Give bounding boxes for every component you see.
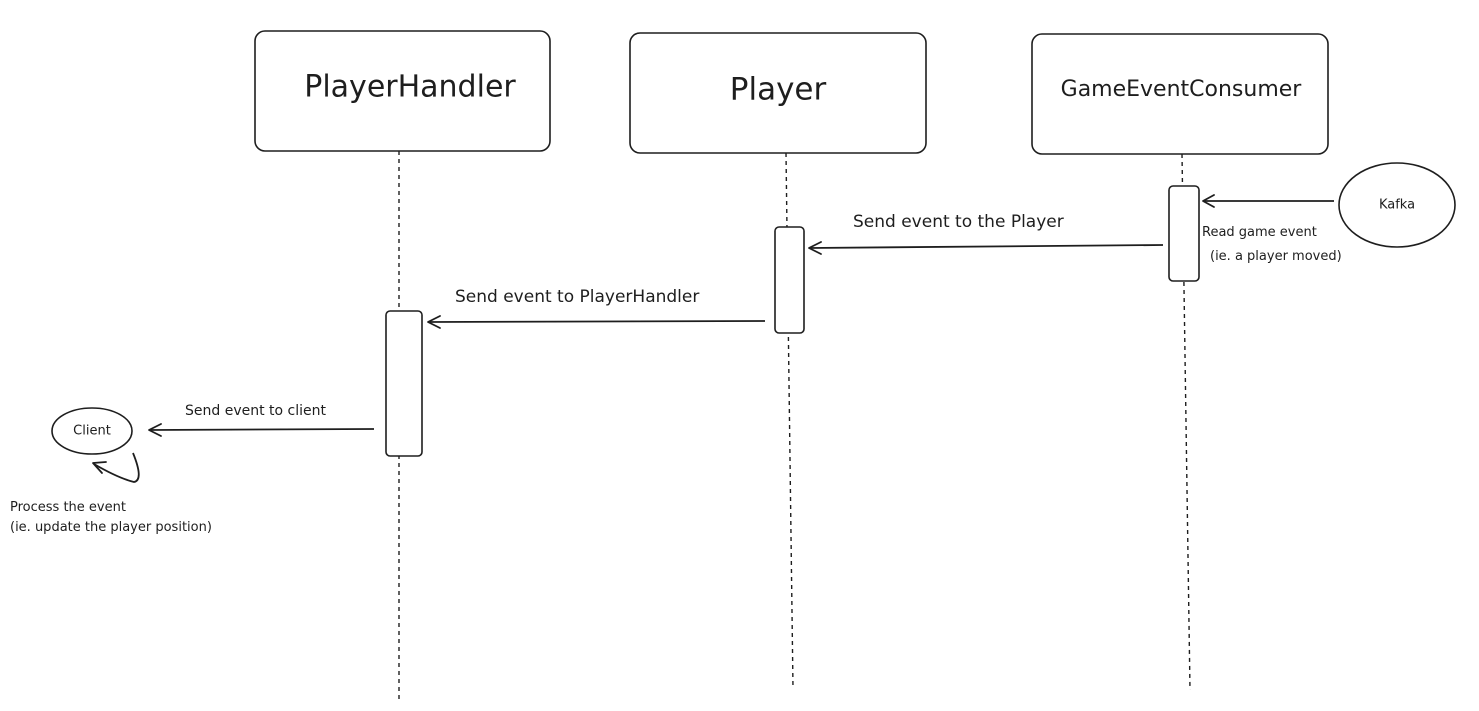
- client-node[interactable]: Client: [51, 407, 133, 455]
- client-circle: [51, 407, 133, 455]
- participant-game-event-consumer[interactable]: GameEventConsumer: [1031, 33, 1329, 155]
- arrow-player-to-handler: [427, 315, 766, 329]
- participant-box-game-event-consumer: [1031, 33, 1329, 155]
- participant-label-player: Player: [730, 72, 827, 108]
- arrow-kafka-to-consumer: [1202, 194, 1334, 208]
- participant-player[interactable]: Player: [629, 32, 927, 154]
- label-player-moved: (ie. a player moved): [1210, 249, 1342, 264]
- participant-box-player-handler: [254, 30, 551, 152]
- participant-label-game-event-consumer: GameEventConsumer: [1061, 77, 1303, 102]
- label-read-game-event: Read game event: [1202, 225, 1317, 240]
- label-update-player-position: (ie. update the player position): [10, 520, 212, 535]
- label-send-event-to-player-handler: Send event to PlayerHandler: [455, 287, 699, 307]
- client-label: Client: [73, 424, 111, 439]
- label-send-event-to-the-player: Send event to the Player: [853, 212, 1064, 232]
- label-process-the-event: Process the event: [10, 500, 126, 515]
- activation-player-handler: [385, 310, 423, 457]
- participant-player-handler[interactable]: PlayerHandler: [254, 30, 551, 152]
- participant-label-player-handler: PlayerHandler: [304, 70, 516, 105]
- arrow-client-self: [92, 452, 140, 483]
- kafka-label: Kafka: [1379, 198, 1415, 213]
- participant-box-player: [629, 32, 927, 154]
- arrow-handler-to-client: [148, 423, 375, 437]
- kafka-node[interactable]: Kafka: [1338, 162, 1456, 248]
- kafka-circle: [1338, 162, 1456, 248]
- arrow-consumer-to-player: [808, 241, 1164, 255]
- label-send-event-to-client: Send event to client: [185, 403, 327, 419]
- activation-game-event-consumer: [1168, 185, 1200, 282]
- activation-player: [774, 226, 805, 334]
